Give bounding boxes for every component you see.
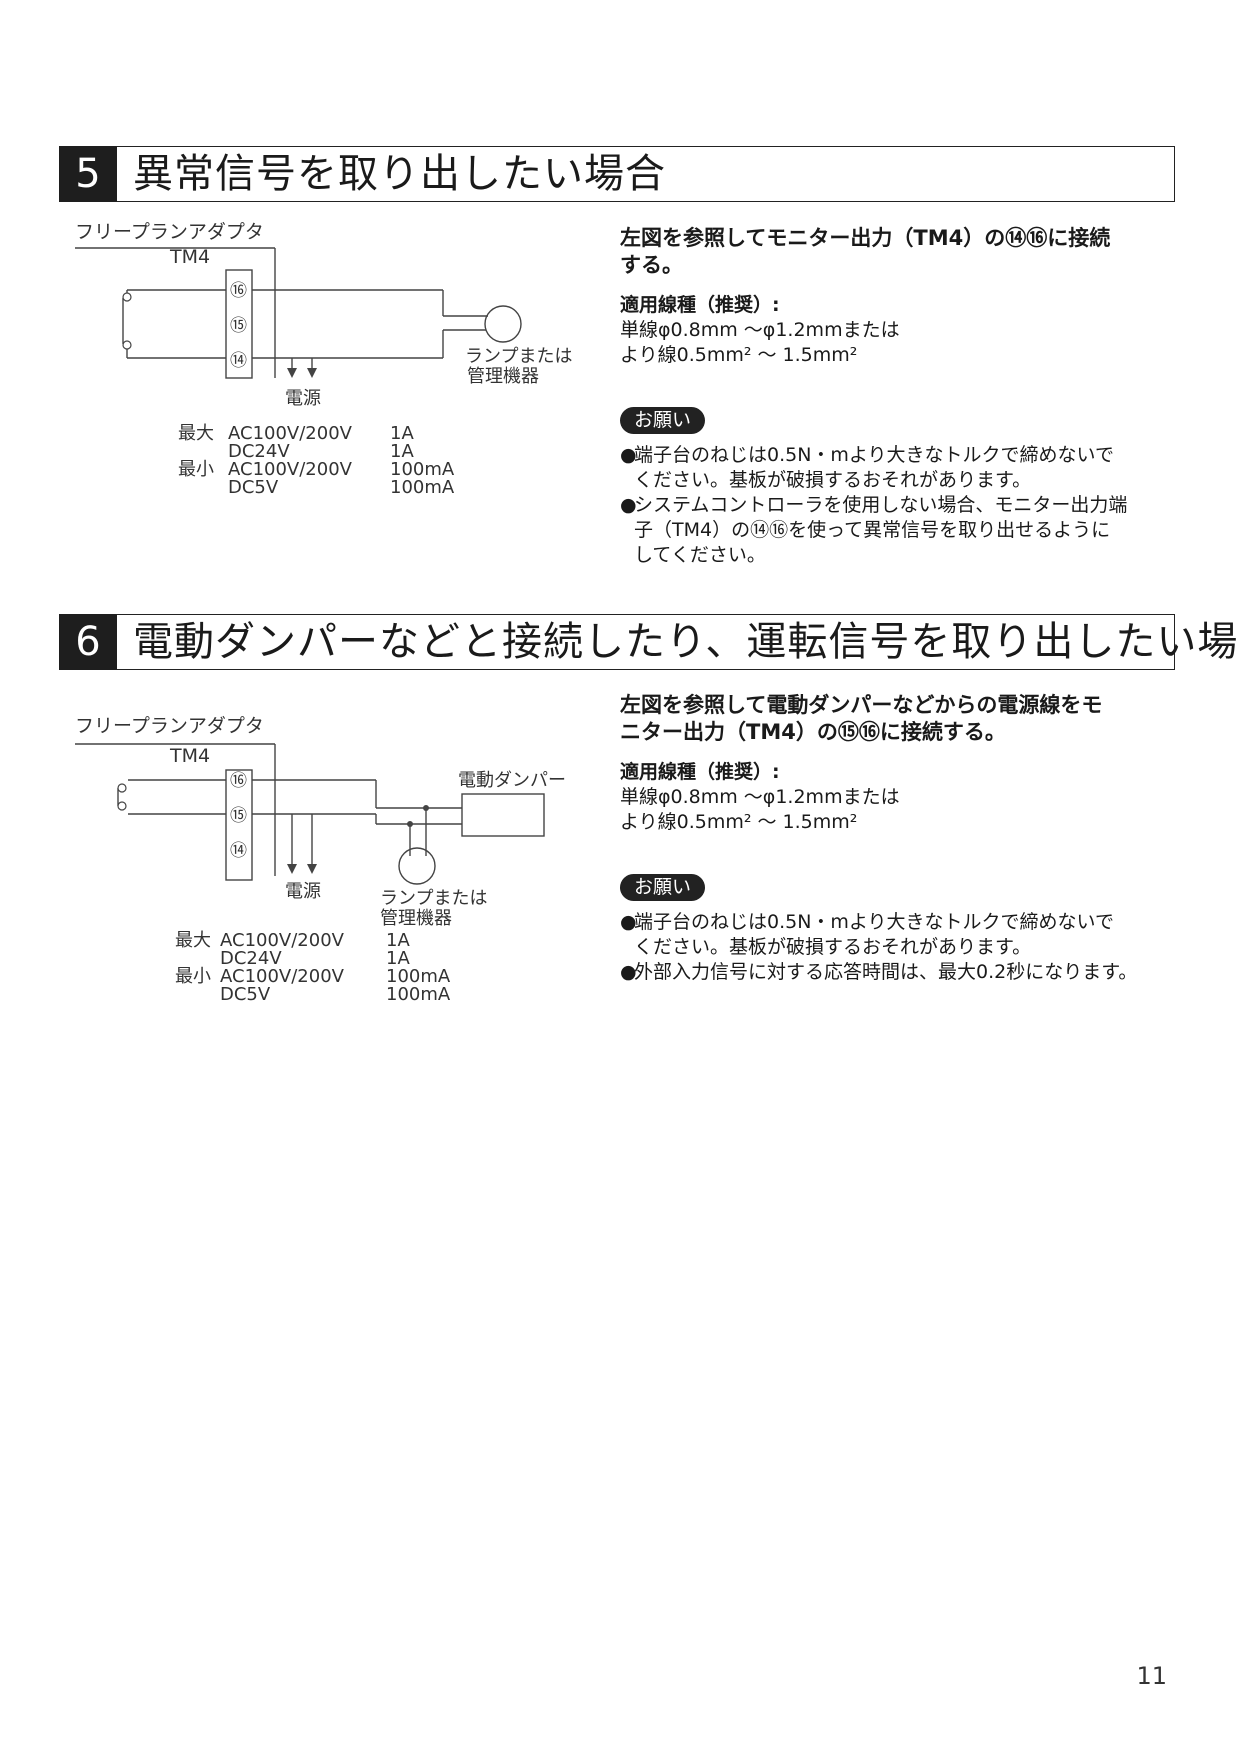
note-line: 子（TM4）の⑭⑯を使って異常信号を取り出せるように: [634, 519, 1111, 541]
bullet-icon: ●: [620, 961, 637, 983]
section-6-notes: ●端子台のねじは0.5N・mより大きなトルクで締めないで ください。基板が破損す…: [620, 910, 1137, 985]
section-6-heading: 6 電動ダンパーなどと接続したり、運転信号を取り出したい場合: [59, 614, 1240, 670]
adapter-label: フリープランアダプタ: [75, 715, 264, 737]
wiring-diagram-6: フリープランアダプタ TM4 ⑯ ⑮ ⑭ 電動ダンパー ランプまたは 管理機器 …: [75, 715, 566, 1005]
terminal-15: ⑮: [230, 316, 247, 336]
section-5-wire-spec: 適用線種（推奨）: 単線φ0.8mm ～φ1.2mmまたは より線0.5mm² …: [620, 293, 900, 368]
lamp-label-line2: 管理機器: [467, 366, 539, 387]
rating-value: 100mA: [386, 984, 451, 1005]
power-label: 電源: [285, 881, 321, 902]
rating-kind: 最大: [178, 423, 214, 444]
rating-value: 100mA: [386, 966, 451, 987]
spec-line: 単線φ0.8mm ～φ1.2mmまたは: [620, 786, 900, 808]
lamp-label-line2: 管理機器: [380, 908, 452, 929]
terminal-16: ⑯: [230, 771, 247, 791]
request-badge: お願い: [620, 407, 706, 434]
rating-kind: 最小: [175, 966, 211, 987]
section-title: 異常信号を取り出したい場合: [133, 151, 666, 197]
terminal-14: ⑭: [230, 351, 247, 371]
request-badge: お願い: [620, 874, 706, 901]
lead-line: 左図を参照して電動ダンパーなどからの電源線をモ: [620, 693, 1103, 717]
spec-title: 適用線種（推奨）:: [620, 761, 780, 783]
bullet-icon: ●: [620, 911, 637, 933]
note-line: 端子台のねじは0.5N・mより大きなトルクで締めないで: [634, 444, 1114, 466]
note-line: 外部入力信号に対する応答時間は、最大0.2秒になります。: [634, 961, 1138, 983]
section-6-wire-spec: 適用線種（推奨）: 単線φ0.8mm ～φ1.2mmまたは より線0.5mm² …: [620, 760, 900, 835]
page-number: 11: [1136, 1662, 1167, 1690]
adapter-label: フリープランアダプタ: [75, 221, 264, 243]
section-5-notes: ●端子台のねじは0.5N・mより大きなトルクで締めないで ください。基板が破損す…: [620, 443, 1127, 568]
note-line: ください。基板が破損するおそれがあります。: [634, 936, 1032, 958]
section-6-lead: 左図を参照して電動ダンパーなどからの電源線をモ ニター出力（TM4）の⑮⑯に接続…: [620, 692, 1102, 746]
rating-source: DC24V: [220, 948, 282, 969]
section-5-heading: 5 異常信号を取り出したい場合: [59, 146, 1175, 202]
lamp-label-line1: ランプまたは: [465, 346, 572, 367]
rating-kind: 最小: [178, 459, 214, 480]
note-line: システムコントローラを使用しない場合、モニター出力端: [634, 494, 1128, 516]
note-line: ください。基板が破損するおそれがあります。: [634, 469, 1032, 491]
rating-source: DC5V: [220, 984, 271, 1005]
bullet-icon: ●: [620, 494, 637, 516]
bullet-icon: ●: [620, 444, 637, 466]
note-line: 端子台のねじは0.5N・mより大きなトルクで締めないで: [634, 911, 1114, 933]
rating-source: AC100V/200V: [228, 423, 353, 444]
spec-line: 単線φ0.8mm ～φ1.2mmまたは: [620, 319, 900, 341]
rating-value: 100mA: [390, 459, 455, 480]
terminal-15: ⑮: [230, 806, 247, 826]
lamp-label-line1: ランプまたは: [380, 888, 487, 909]
rating-source: AC100V/200V: [220, 966, 345, 987]
rating-value: 100mA: [390, 477, 455, 498]
spec-line: より線0.5mm² ～ 1.5mm²: [620, 344, 858, 366]
wiring-diagram-5: フリープランアダプタ TM4 ⑯ ⑮ ⑭ ランプまたは 管理機器 電源 最大 A…: [75, 221, 572, 498]
section-number: 6: [59, 614, 117, 670]
section-title: 電動ダンパーなどと接続したり、運転信号を取り出したい場合: [133, 619, 1240, 665]
rating-source: AC100V/200V: [220, 930, 345, 951]
spec-line: より線0.5mm² ～ 1.5mm²: [620, 811, 858, 833]
note-line: してください。: [634, 544, 766, 566]
lead-line: ニター出力（TM4）の⑮⑯に接続する。: [620, 720, 1006, 744]
rating-value: 1A: [386, 948, 410, 969]
rating-value: 1A: [386, 930, 410, 951]
rating-value: 1A: [390, 441, 414, 462]
rating-source: DC5V: [228, 477, 279, 498]
rating-value: 1A: [390, 423, 414, 444]
lead-line: する。: [620, 253, 683, 277]
lead-line: 左図を参照してモニター出力（TM4）の⑭⑯に接続: [620, 226, 1111, 250]
power-label: 電源: [285, 388, 321, 409]
damper-label: 電動ダンパー: [458, 770, 566, 791]
rating-kind: 最大: [175, 930, 211, 951]
terminal-14: ⑭: [230, 841, 247, 861]
terminal-block-label: TM4: [169, 745, 210, 767]
rating-source: AC100V/200V: [228, 459, 353, 480]
section-number: 5: [59, 146, 117, 202]
section-5-lead: 左図を参照してモニター出力（TM4）の⑭⑯に接続 する。: [620, 225, 1110, 279]
spec-title: 適用線種（推奨）:: [620, 294, 780, 316]
terminal-block-label: TM4: [169, 246, 210, 268]
terminal-16: ⑯: [230, 281, 247, 301]
rating-source: DC24V: [228, 441, 290, 462]
